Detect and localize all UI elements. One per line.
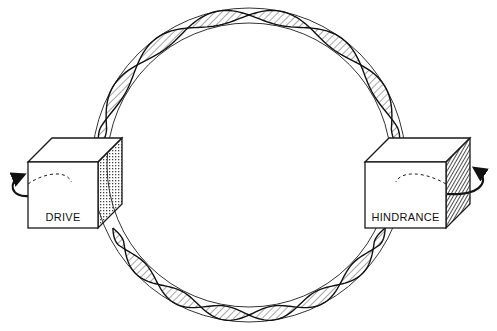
ring-outline	[92, 8, 406, 322]
box-label: DRIVE	[28, 211, 98, 224]
block-box: HINDRANCE	[365, 138, 470, 228]
box-front-face	[365, 162, 446, 228]
hidden-rotation-line	[396, 174, 446, 184]
band-edge	[100, 10, 400, 150]
band-centerline	[113, 228, 385, 315]
box-side-face	[446, 138, 470, 228]
band-ring	[92, 8, 406, 322]
band-edge	[113, 228, 385, 320]
band-shading	[98, 10, 399, 150]
rotation-arrow	[13, 176, 29, 196]
band-edge	[98, 10, 398, 150]
twisted-band	[98, 10, 399, 150]
block-box: DRIVE	[28, 138, 122, 228]
band-connectors	[98, 10, 399, 320]
box-side-face	[98, 138, 122, 228]
band-edge	[113, 228, 385, 320]
band-centerline	[100, 15, 398, 150]
hidden-rotation-line	[28, 174, 71, 184]
twisted-band	[113, 228, 385, 320]
box-front-face	[28, 162, 98, 228]
ring-outline	[107, 23, 391, 307]
box-label: HINDRANCE	[365, 211, 446, 224]
band-shading	[113, 228, 385, 320]
